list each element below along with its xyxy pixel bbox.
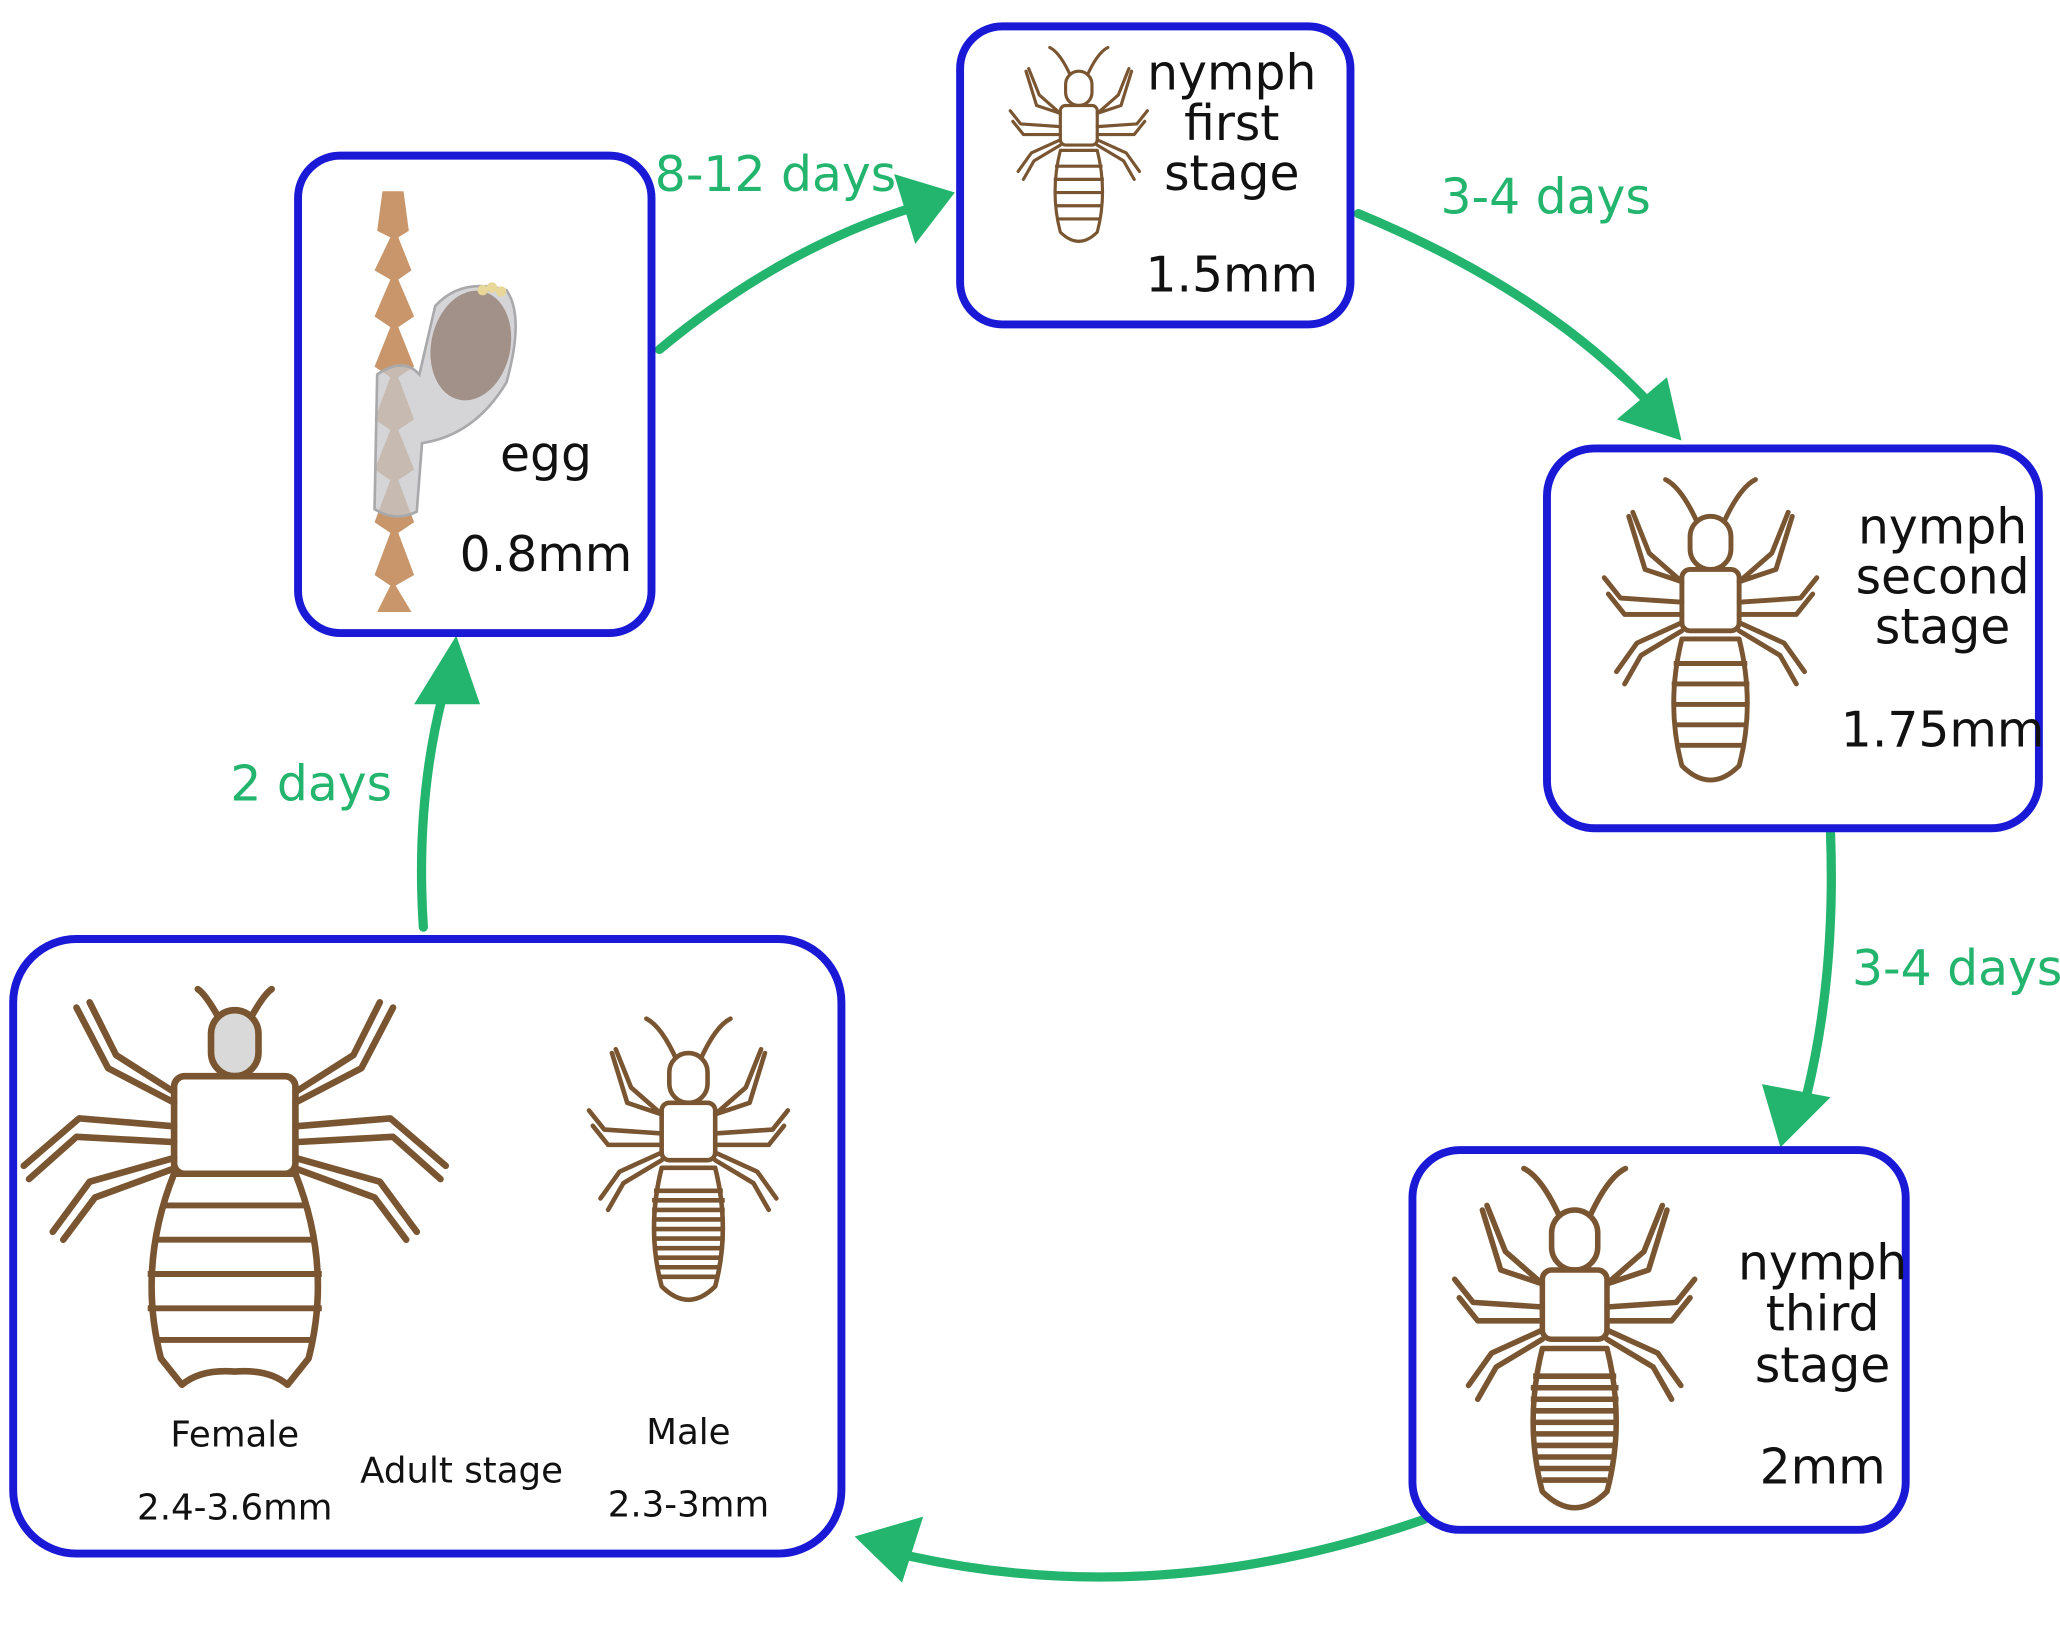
male-size: 2.3-3mm xyxy=(608,1485,769,1526)
louse-female-icon xyxy=(20,985,450,1389)
nymph1-size: 1.5mm xyxy=(1145,246,1318,303)
louse-nymph-icon xyxy=(1455,1168,1695,1507)
hair-with-egg-icon xyxy=(373,191,517,612)
arrow-egg-to-nymph1 xyxy=(654,174,955,355)
louse-male-icon xyxy=(589,1019,788,1300)
stage-egg: egg 0.8mm xyxy=(294,151,656,638)
nymph1-line2: first xyxy=(1184,95,1279,152)
female-label: Female xyxy=(170,1415,299,1456)
duration-egg-to-nymph1: 8-12 days xyxy=(655,146,896,203)
duration-adult-to-egg: 2 days xyxy=(230,756,392,813)
nymph1-line3: stage xyxy=(1164,145,1299,202)
egg-size: 0.8mm xyxy=(460,526,633,583)
stage-adult: Female 2.4-3.6mm Adult stage Male 2.3-3m… xyxy=(9,935,846,1558)
duration-nymph2-to-nymph3: 3-4 days xyxy=(1852,940,2060,997)
stage-nymph-second-box xyxy=(1543,444,2043,833)
adult-stage-title: Adult stage xyxy=(360,1450,563,1491)
nymph3-line3: stage xyxy=(1755,1337,1890,1394)
arrow-nymph2-to-nymph3 xyxy=(1761,828,1836,1148)
stage-nymph-third: nymph third stage 2mm xyxy=(1408,1146,1910,1534)
nymph2-line2: second xyxy=(1856,548,2030,605)
female-size: 2.4-3.6mm xyxy=(137,1487,332,1528)
arrow-nymph1-to-nymph2 xyxy=(1353,209,1682,441)
duration-nymph1-to-nymph2: 3-4 days xyxy=(1440,169,1650,226)
stage-nymph-second: nymph second stage 1.75mm xyxy=(1543,444,2045,833)
arrow-nymph3-to-adult xyxy=(854,1514,1429,1583)
male-label: Male xyxy=(646,1412,730,1453)
nymph2-line3: stage xyxy=(1875,599,2010,656)
arrow-adult-to-egg xyxy=(414,635,481,932)
nymph2-size: 1.75mm xyxy=(1841,701,2045,758)
stage-nymph-first: nymph first stage 1.5mm xyxy=(956,22,1355,329)
nymph2-line1: nymph xyxy=(1858,498,2027,555)
nymph3-line2: third xyxy=(1766,1286,1880,1343)
nymph1-line1: nymph xyxy=(1147,45,1316,102)
stage-nymph-first-box xyxy=(956,22,1355,329)
nymph3-line1: nymph xyxy=(1738,1234,1907,1291)
egg-label: egg xyxy=(500,426,592,483)
nymph3-size: 2mm xyxy=(1760,1439,1886,1496)
